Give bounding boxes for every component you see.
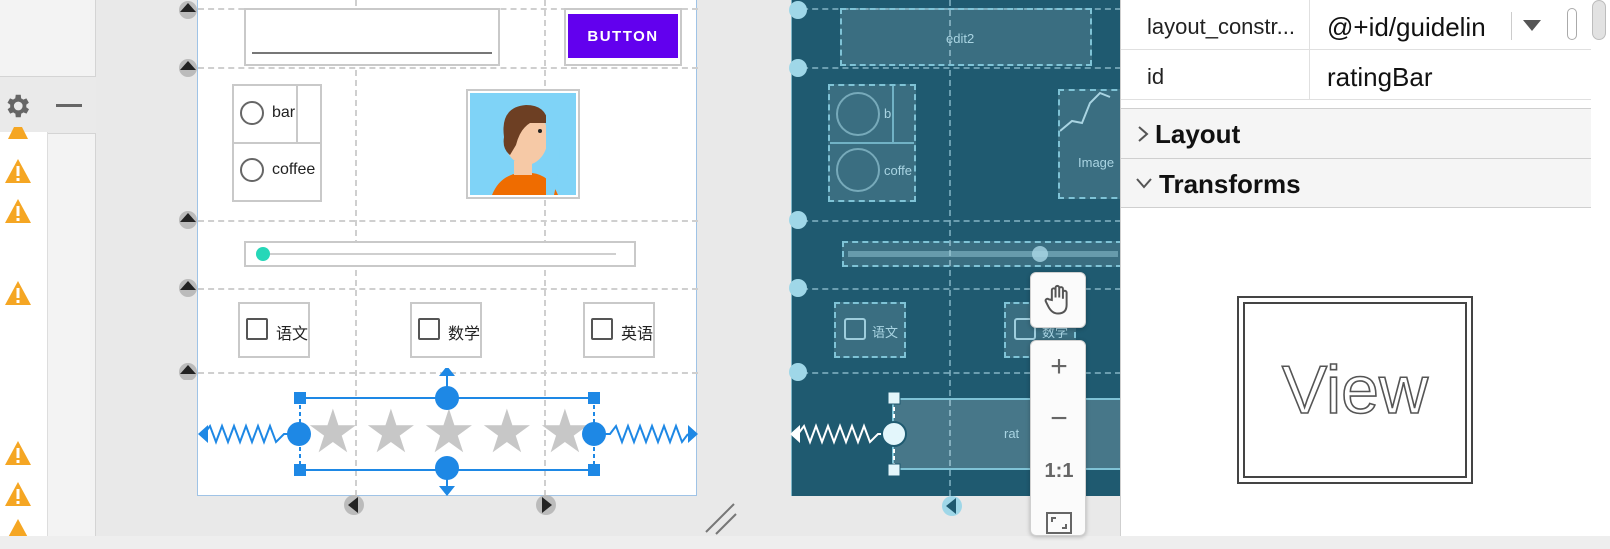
zoom-toolbar: + − 1:1 [1030, 340, 1086, 536]
guideline-vertical [949, 0, 951, 496]
radio-group[interactable]: bar coffee [232, 84, 322, 202]
checkbox[interactable] [591, 318, 613, 340]
chevron-right-icon [1138, 126, 1149, 142]
bp-edit-text[interactable]: edit2 [840, 8, 1092, 66]
left-panel [0, 0, 96, 536]
section-layout[interactable]: Layout [1121, 108, 1591, 158]
pan-button[interactable] [1030, 272, 1086, 328]
gear-icon[interactable] [2, 91, 32, 121]
radio-button[interactable] [240, 101, 264, 125]
selection-overlay[interactable] [198, 368, 698, 496]
checkbox[interactable] [246, 318, 268, 340]
warning-icon[interactable] [4, 158, 32, 184]
section-transforms[interactable]: Transforms [1121, 158, 1591, 208]
preview-label: View [1281, 351, 1429, 429]
checkbox-label: 英语 [621, 326, 654, 343]
attribute-row[interactable]: id ratingBar [1121, 50, 1591, 100]
warning-icon[interactable] [4, 125, 32, 139]
warning-icon[interactable] [4, 481, 32, 507]
resize-handle-icon[interactable] [700, 498, 740, 536]
fit-screen-button[interactable] [1031, 497, 1087, 549]
zoom-in-button[interactable]: + [1050, 350, 1068, 383]
chevron-down-icon [1136, 178, 1152, 189]
guideline-horizontal [198, 288, 698, 290]
zoom-out-button[interactable]: − [1050, 402, 1068, 435]
primary-button[interactable]: BUTTON [568, 14, 678, 58]
attribute-name: layout_constr... [1147, 14, 1295, 39]
star-icon[interactable]: ★ [364, 398, 418, 465]
radio-label: bar [272, 104, 296, 121]
checkbox-yingyu[interactable]: 英语 [583, 302, 655, 358]
transform-preview: View [1237, 296, 1473, 484]
issues-list [0, 132, 48, 536]
bp-rating-bar[interactable]: rat [892, 398, 1132, 470]
guideline-markers-bottom[interactable] [340, 492, 560, 522]
edit-text[interactable] [244, 8, 500, 66]
bp-checkbox-label: 数学 [1042, 325, 1069, 340]
warning-icon[interactable] [4, 198, 32, 224]
bp-seekbar[interactable] [842, 241, 1122, 267]
bp-image-view[interactable]: Image [1058, 89, 1128, 199]
guideline-horizontal [792, 372, 1121, 374]
attribute-value[interactable]: @+id/guidelin [1327, 12, 1486, 42]
warning-icon[interactable] [4, 440, 32, 466]
seekbar-thumb[interactable] [256, 247, 270, 261]
star-icon[interactable]: ★ [422, 398, 476, 465]
radio-button[interactable] [240, 158, 264, 182]
left-toolbar [0, 76, 96, 134]
bp-radio-label: coffe [884, 163, 912, 178]
avatar-image [470, 93, 576, 195]
checkbox-label: 语文 [276, 326, 309, 343]
checkbox-label: 数学 [448, 326, 481, 343]
checkbox-shuxue[interactable]: 数学 [410, 302, 482, 358]
checkbox-yuwen[interactable]: 语文 [238, 302, 310, 358]
attribute-scroll-handle[interactable] [1567, 8, 1577, 40]
actual-size-button[interactable]: 1:1 [1044, 459, 1074, 482]
checkbox[interactable] [418, 318, 440, 340]
dropdown-arrow-icon[interactable] [1523, 20, 1541, 32]
bp-checkbox-label: 语文 [872, 325, 899, 340]
guideline-horizontal [198, 67, 698, 69]
guideline-horizontal [792, 220, 1121, 222]
radio-label: coffee [272, 161, 316, 178]
attribute-value[interactable]: ratingBar [1327, 62, 1433, 92]
guideline-markers[interactable] [176, 0, 200, 380]
fit-screen-icon [1046, 512, 1072, 534]
warning-icon[interactable] [4, 518, 32, 536]
bp-image-label: Image [1078, 155, 1115, 170]
attribute-name: id [1147, 64, 1165, 89]
guideline-horizontal [792, 67, 1121, 69]
bp-radio-label: b [884, 106, 892, 121]
section-title: Layout [1155, 119, 1241, 149]
attribute-row[interactable]: layout_constr... @+id/guidelin [1121, 0, 1591, 50]
image-view[interactable] [466, 89, 580, 199]
button-frame: BUTTON [564, 8, 682, 66]
guideline-horizontal [198, 220, 698, 222]
hand-icon [1044, 284, 1068, 315]
section-title: Transforms [1159, 169, 1301, 199]
star-icon[interactable]: ★ [480, 398, 534, 465]
bp-checkbox[interactable]: 语文 [834, 302, 906, 358]
star-icon[interactable]: ★ [306, 398, 360, 465]
attributes-panel: layout_constr... @+id/guidelin id rating… [1120, 0, 1610, 536]
bp-rating-label: rat [1004, 426, 1020, 441]
bp-edit-label: edit2 [946, 31, 975, 46]
panel-scrollbar[interactable] [1592, 0, 1606, 40]
guideline-horizontal [792, 288, 1121, 290]
bp-radio-group[interactable]: b coffe [828, 84, 916, 202]
bp-selection-overlay[interactable] [786, 0, 916, 496]
warning-icon[interactable] [4, 280, 32, 306]
rating-bar[interactable]: ★ ★ ★ ★ ★ [302, 398, 592, 472]
seekbar[interactable] [244, 241, 636, 267]
collapse-icon[interactable] [56, 104, 82, 107]
guideline-marker-bottom[interactable] [940, 494, 964, 518]
design-surface[interactable]: BUTTON bar coffee 语文 数学 [197, 0, 698, 496]
